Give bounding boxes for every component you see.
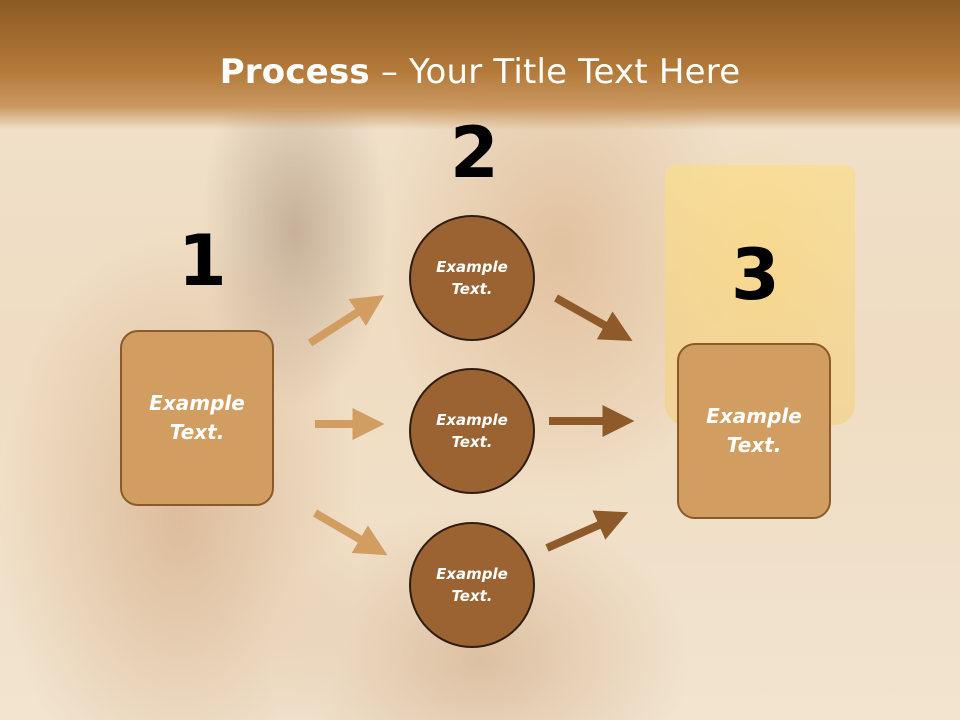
step-number-3: 3 bbox=[731, 234, 780, 316]
step-2-circle-bottom: Example Text. bbox=[409, 522, 535, 648]
step-2-circle-top: Example Text. bbox=[409, 215, 535, 341]
step-3-box: Example Text. bbox=[677, 343, 831, 519]
title-banner bbox=[0, 0, 960, 130]
step-1-box: Example Text. bbox=[120, 330, 274, 506]
step-3-box-text: Example Text. bbox=[706, 404, 802, 457]
slide-title: Process – Your Title Text Here bbox=[0, 52, 960, 92]
circle-text: Example Text. bbox=[436, 257, 508, 299]
step-number-2: 2 bbox=[450, 112, 499, 194]
circle-text: Example Text. bbox=[436, 564, 508, 606]
slide-title-bold: Process bbox=[219, 52, 370, 92]
step-2-circle-middle: Example Text. bbox=[409, 368, 535, 494]
step-1-box-text: Example Text. bbox=[149, 391, 245, 444]
step-number-1: 1 bbox=[178, 220, 227, 302]
circle-text: Example Text. bbox=[436, 410, 508, 452]
slide-title-rest: – Your Title Text Here bbox=[369, 52, 741, 92]
